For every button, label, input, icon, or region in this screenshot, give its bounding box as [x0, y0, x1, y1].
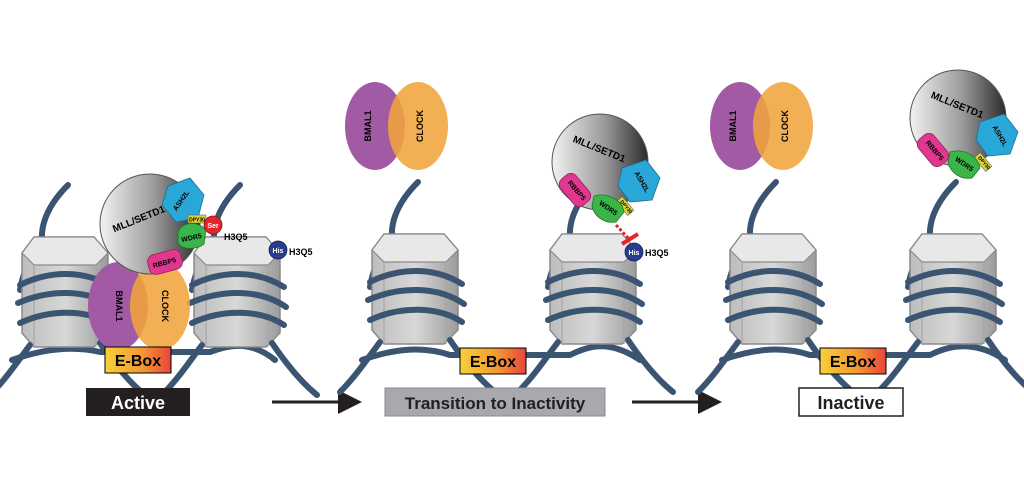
ebox-label: E-Box — [115, 353, 161, 370]
panel-inactive: BMAL1 CLOCK E-Box MLL/SETD1 ASH2L DPY30 … — [698, 69, 1024, 417]
ebox — [104, 346, 172, 374]
state-label: Active — [111, 393, 165, 413]
rbbp5-protein — [558, 173, 592, 207]
clock-protein — [753, 82, 813, 170]
bmal1-label: BMAL1 — [114, 291, 124, 322]
dpy30-protein — [973, 152, 993, 172]
his-site-label: H3Q5 — [289, 247, 313, 257]
clock-label: CLOCK — [415, 110, 425, 142]
bmal1-protein — [88, 262, 148, 350]
wdr5-protein — [177, 223, 207, 249]
his-badge-label: His — [273, 248, 284, 255]
ser-badge — [203, 215, 223, 235]
dpy30-label: DPY30 — [189, 218, 205, 224]
inhibition-mark — [614, 223, 632, 242]
ebox — [819, 347, 887, 375]
ebox — [459, 347, 527, 375]
state-label: Transition to Inactivity — [405, 394, 586, 413]
his-badge-label: His — [629, 250, 640, 257]
ebox-label: E-Box — [830, 354, 876, 371]
bmal1-label: BMAL1 — [728, 111, 738, 142]
panel-active: BMAL1 CLOCK E-Box MLL/SETD1 ASH2L DPY30 … — [0, 173, 317, 416]
transition-arrow — [632, 390, 722, 414]
his-badge — [268, 240, 288, 260]
clock-protein — [388, 82, 448, 170]
state-label-box — [384, 387, 606, 417]
rbbp5-protein — [916, 133, 950, 167]
his-badge — [624, 242, 644, 262]
wdr5-protein — [947, 150, 981, 179]
state-label-box — [798, 387, 904, 417]
ebox-label: E-Box — [470, 354, 516, 371]
bmal1-label: BMAL1 — [363, 111, 373, 142]
transition-arrow — [272, 390, 362, 414]
nucleosome — [878, 182, 1024, 392]
bmal1-protein — [710, 82, 770, 170]
ser-site-label: H3Q5 — [224, 232, 248, 242]
dna-strand — [359, 343, 643, 363]
wdr5-label: WDR5 — [181, 233, 203, 244]
clock-label: CLOCK — [160, 290, 170, 322]
ash2l-protein — [617, 159, 661, 203]
his-site-label: H3Q5 — [645, 248, 669, 258]
inhibition-bar — [620, 232, 640, 246]
state-label-box — [86, 388, 190, 416]
state-label: Inactive — [817, 393, 884, 413]
ash2l-protein — [975, 113, 1019, 157]
panel-transition: BMAL1 CLOCK E-Box MLL/SETD1 ASH2L DPY30 … — [340, 82, 673, 417]
wdr5-protein — [591, 194, 625, 223]
ser-badge-label: Ser — [207, 223, 219, 230]
clock-protein — [130, 262, 190, 350]
bmal1-protein — [345, 82, 405, 170]
clock-label: CLOCK — [780, 110, 790, 142]
rbbp5-protein — [147, 249, 183, 275]
